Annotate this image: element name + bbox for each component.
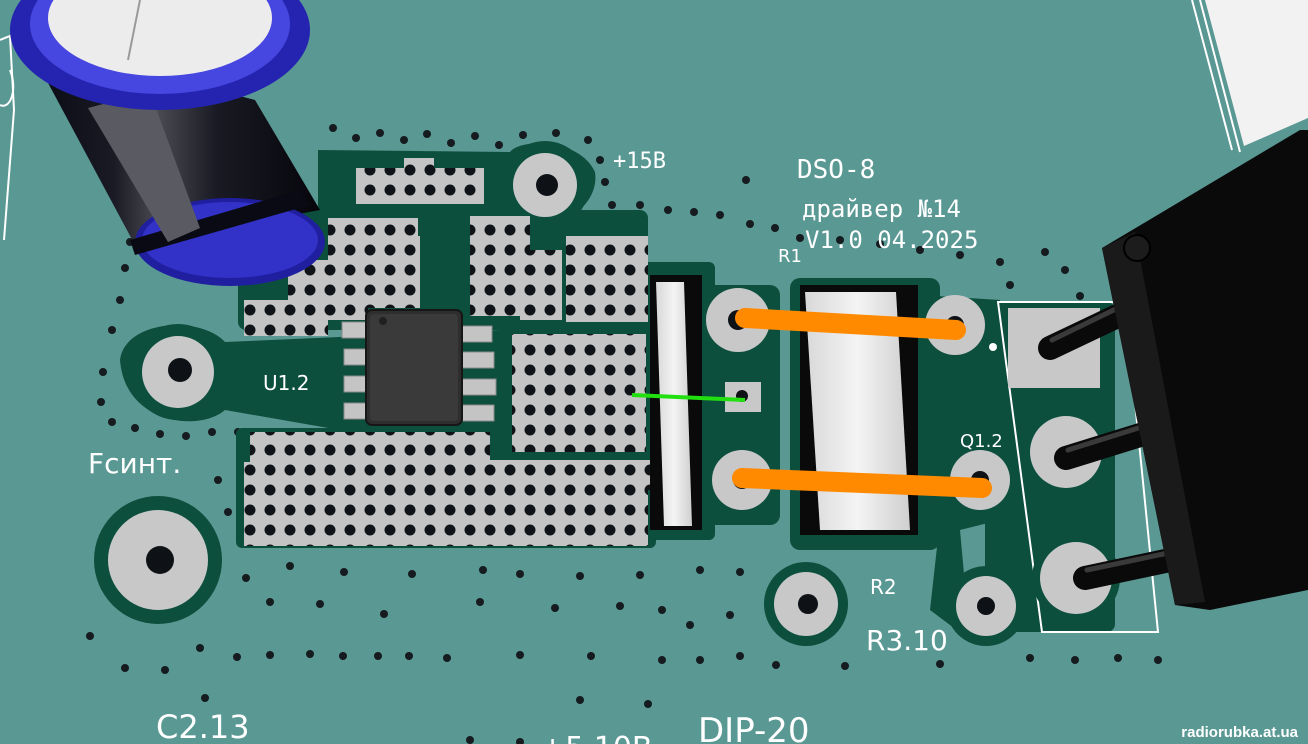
cap-top-right — [1205, 0, 1308, 146]
label-u1: U1.2 — [263, 371, 309, 395]
orange-jumpers — [732, 308, 992, 498]
label-c2: C2.13 — [156, 708, 250, 744]
silkscreen-labels: +15В DSO-8 драйвер №14 V1.0 04.2025 R1 U… — [88, 149, 1003, 744]
label-driver: драйвер №14 — [802, 195, 961, 223]
board-outline-left — [0, 34, 16, 241]
label-r3: R3.10 — [866, 624, 948, 657]
label-bottom-partial: +5 10В — [540, 731, 653, 744]
electrolytic-capacitor — [10, 0, 325, 286]
label-r2: R2 — [870, 575, 897, 599]
label-q1: Q1.2 — [960, 431, 1003, 452]
q1-transistor — [1102, 130, 1308, 610]
via-stitching-fields — [244, 158, 650, 546]
u1-chip — [341, 309, 497, 426]
q1-silk-outline — [996, 301, 1160, 633]
label-dip: DIP-20 — [698, 711, 810, 744]
label-plus15v: +15В — [613, 149, 666, 174]
watermark: radiorubka.at.ua — [1181, 724, 1298, 741]
label-fsynth: Fсинт. — [88, 447, 181, 480]
board-outline-top-right — [1191, 0, 1241, 153]
label-board-name: DSO-8 — [797, 155, 875, 185]
green-wire — [631, 393, 746, 402]
label-version: V1.0 04.2025 — [805, 226, 978, 254]
label-r1: R1 — [778, 246, 802, 267]
shunt-resistors — [650, 275, 918, 535]
